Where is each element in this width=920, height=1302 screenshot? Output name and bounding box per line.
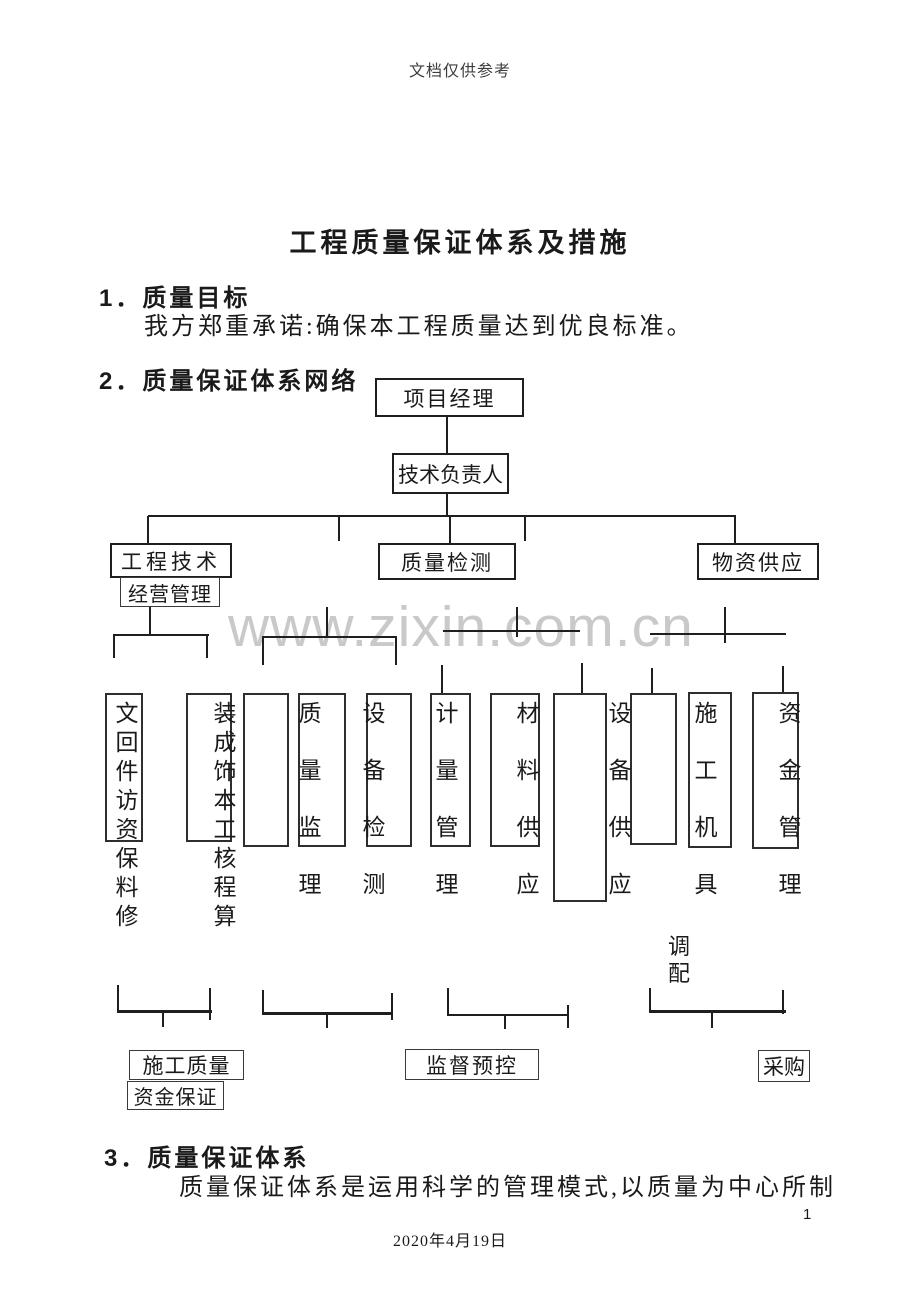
connector-line [651, 668, 653, 694]
connector-line [206, 636, 208, 658]
connector-line [326, 1015, 328, 1028]
column-measurement-management-label: 计量管理 [435, 701, 459, 897]
node-label: 技术负责人 [398, 462, 503, 487]
column-quality-supervision-label: 质量监理 [298, 701, 322, 897]
connector-line [650, 633, 786, 635]
connector-line [443, 630, 580, 632]
connector-line [391, 993, 393, 1020]
connector-line [446, 413, 448, 453]
vertical-box-fund-management [752, 692, 799, 849]
node-label: 工程技术 [121, 549, 221, 574]
connector-line [447, 1014, 569, 1016]
node-label: 项目经理 [403, 386, 496, 411]
connector-line [649, 1010, 786, 1013]
node-label: 物资供应 [712, 550, 804, 575]
connector-line [581, 663, 583, 694]
connector-line [147, 516, 149, 544]
connector-line [446, 490, 448, 516]
vertical-box-quality-supervision [298, 693, 346, 847]
connector-line [504, 1016, 506, 1029]
node-procurement: 采购 [758, 1050, 810, 1082]
section-1-body: 我方郑重承诺:确保本工程质量达到优良标准。 [144, 314, 694, 340]
connector-line [447, 988, 449, 1016]
connector-line [711, 1013, 713, 1028]
node-label: 资金保证 [133, 1087, 218, 1109]
connector-line [113, 634, 209, 636]
node-business-management: 经营管理 [120, 577, 220, 607]
section-2-heading: 2．质量保证体系网络 [99, 368, 359, 395]
connector-line [113, 636, 115, 658]
empty-box [553, 693, 607, 902]
connector-line [782, 990, 784, 1014]
column-decoration-cost-label: 装成饰本工核程算 [213, 701, 237, 929]
column-allocation-label: 调配 [667, 934, 690, 986]
node-project-manager: 项目经理 [375, 378, 524, 417]
connector-line [149, 605, 151, 636]
node-supervision-precontrol: 监督预控 [405, 1049, 539, 1080]
connector-line [782, 666, 784, 693]
connector-line [262, 990, 264, 1014]
connector-line [148, 515, 736, 517]
connector-line [209, 988, 211, 1020]
page-title: 工程质量保证体系及措施 [289, 228, 631, 258]
section-3-body: 质量保证体系是运用科学的管理模式,以质量为中心所制 [179, 1175, 836, 1201]
connector-line [441, 665, 443, 694]
section-1-heading: 1．质量目标 [99, 285, 251, 312]
page-number: 1 [803, 1206, 812, 1223]
node-quality-inspection: 质量检测 [378, 543, 516, 580]
node-label: 质量检测 [401, 550, 493, 575]
connector-line [516, 607, 518, 637]
column-equipment-supply-label: 设备供应 [608, 701, 632, 897]
node-construction-quality: 施工质量 [129, 1050, 244, 1080]
connector-line [724, 607, 726, 643]
node-engineering-tech: 工程技术 [110, 543, 232, 578]
connector-line [162, 1013, 164, 1027]
node-label: 施工质量 [142, 1054, 231, 1078]
connector-line [567, 1005, 569, 1028]
connector-line [117, 1010, 212, 1013]
node-label: 采购 [763, 1055, 805, 1079]
node-technical-director: 技术负责人 [392, 453, 509, 494]
connector-line [649, 988, 651, 1012]
vertical-box-construction-machinery [688, 692, 732, 848]
connector-line [734, 516, 736, 544]
column-construction-machinery-label: 施工机具 [694, 701, 718, 897]
column-material-supply-label: 材料供应 [516, 701, 540, 897]
vertical-box-equipment-supply [630, 693, 677, 845]
empty-box [243, 693, 289, 847]
connector-line [262, 636, 397, 638]
node-label: 经营管理 [128, 583, 212, 606]
node-fund-guarantee: 资金保证 [127, 1081, 224, 1110]
column-fund-management-label: 资金管理 [778, 701, 802, 897]
connector-line [449, 516, 451, 544]
column-doc-archive-label: 文回件访资保料修 [115, 701, 139, 929]
node-label: 监督预控 [426, 1053, 518, 1078]
connector-line [262, 638, 264, 665]
connector-line [524, 516, 526, 541]
vertical-box-equipment-testing [366, 693, 412, 847]
connector-line [117, 985, 119, 1012]
footer-date: 2020年4月19日 [393, 1233, 508, 1250]
section-3-heading: 3．质量保证体系 [104, 1145, 310, 1172]
vertical-box-doc-archive [105, 693, 143, 842]
watermark: www.zixin.com.cn [228, 595, 694, 659]
connector-line [338, 516, 340, 541]
vertical-box-measurement-management [430, 693, 471, 847]
column-equipment-testing-label: 设备检测 [362, 701, 386, 897]
header-note: 文档仅供参考 [408, 63, 511, 80]
vertical-box-material-supply [490, 693, 540, 847]
vertical-box-decoration-cost [186, 693, 232, 842]
node-material-supply-dept: 物资供应 [697, 543, 819, 580]
connector-line [395, 638, 397, 665]
connector-line [262, 1012, 393, 1015]
connector-line [326, 607, 328, 638]
